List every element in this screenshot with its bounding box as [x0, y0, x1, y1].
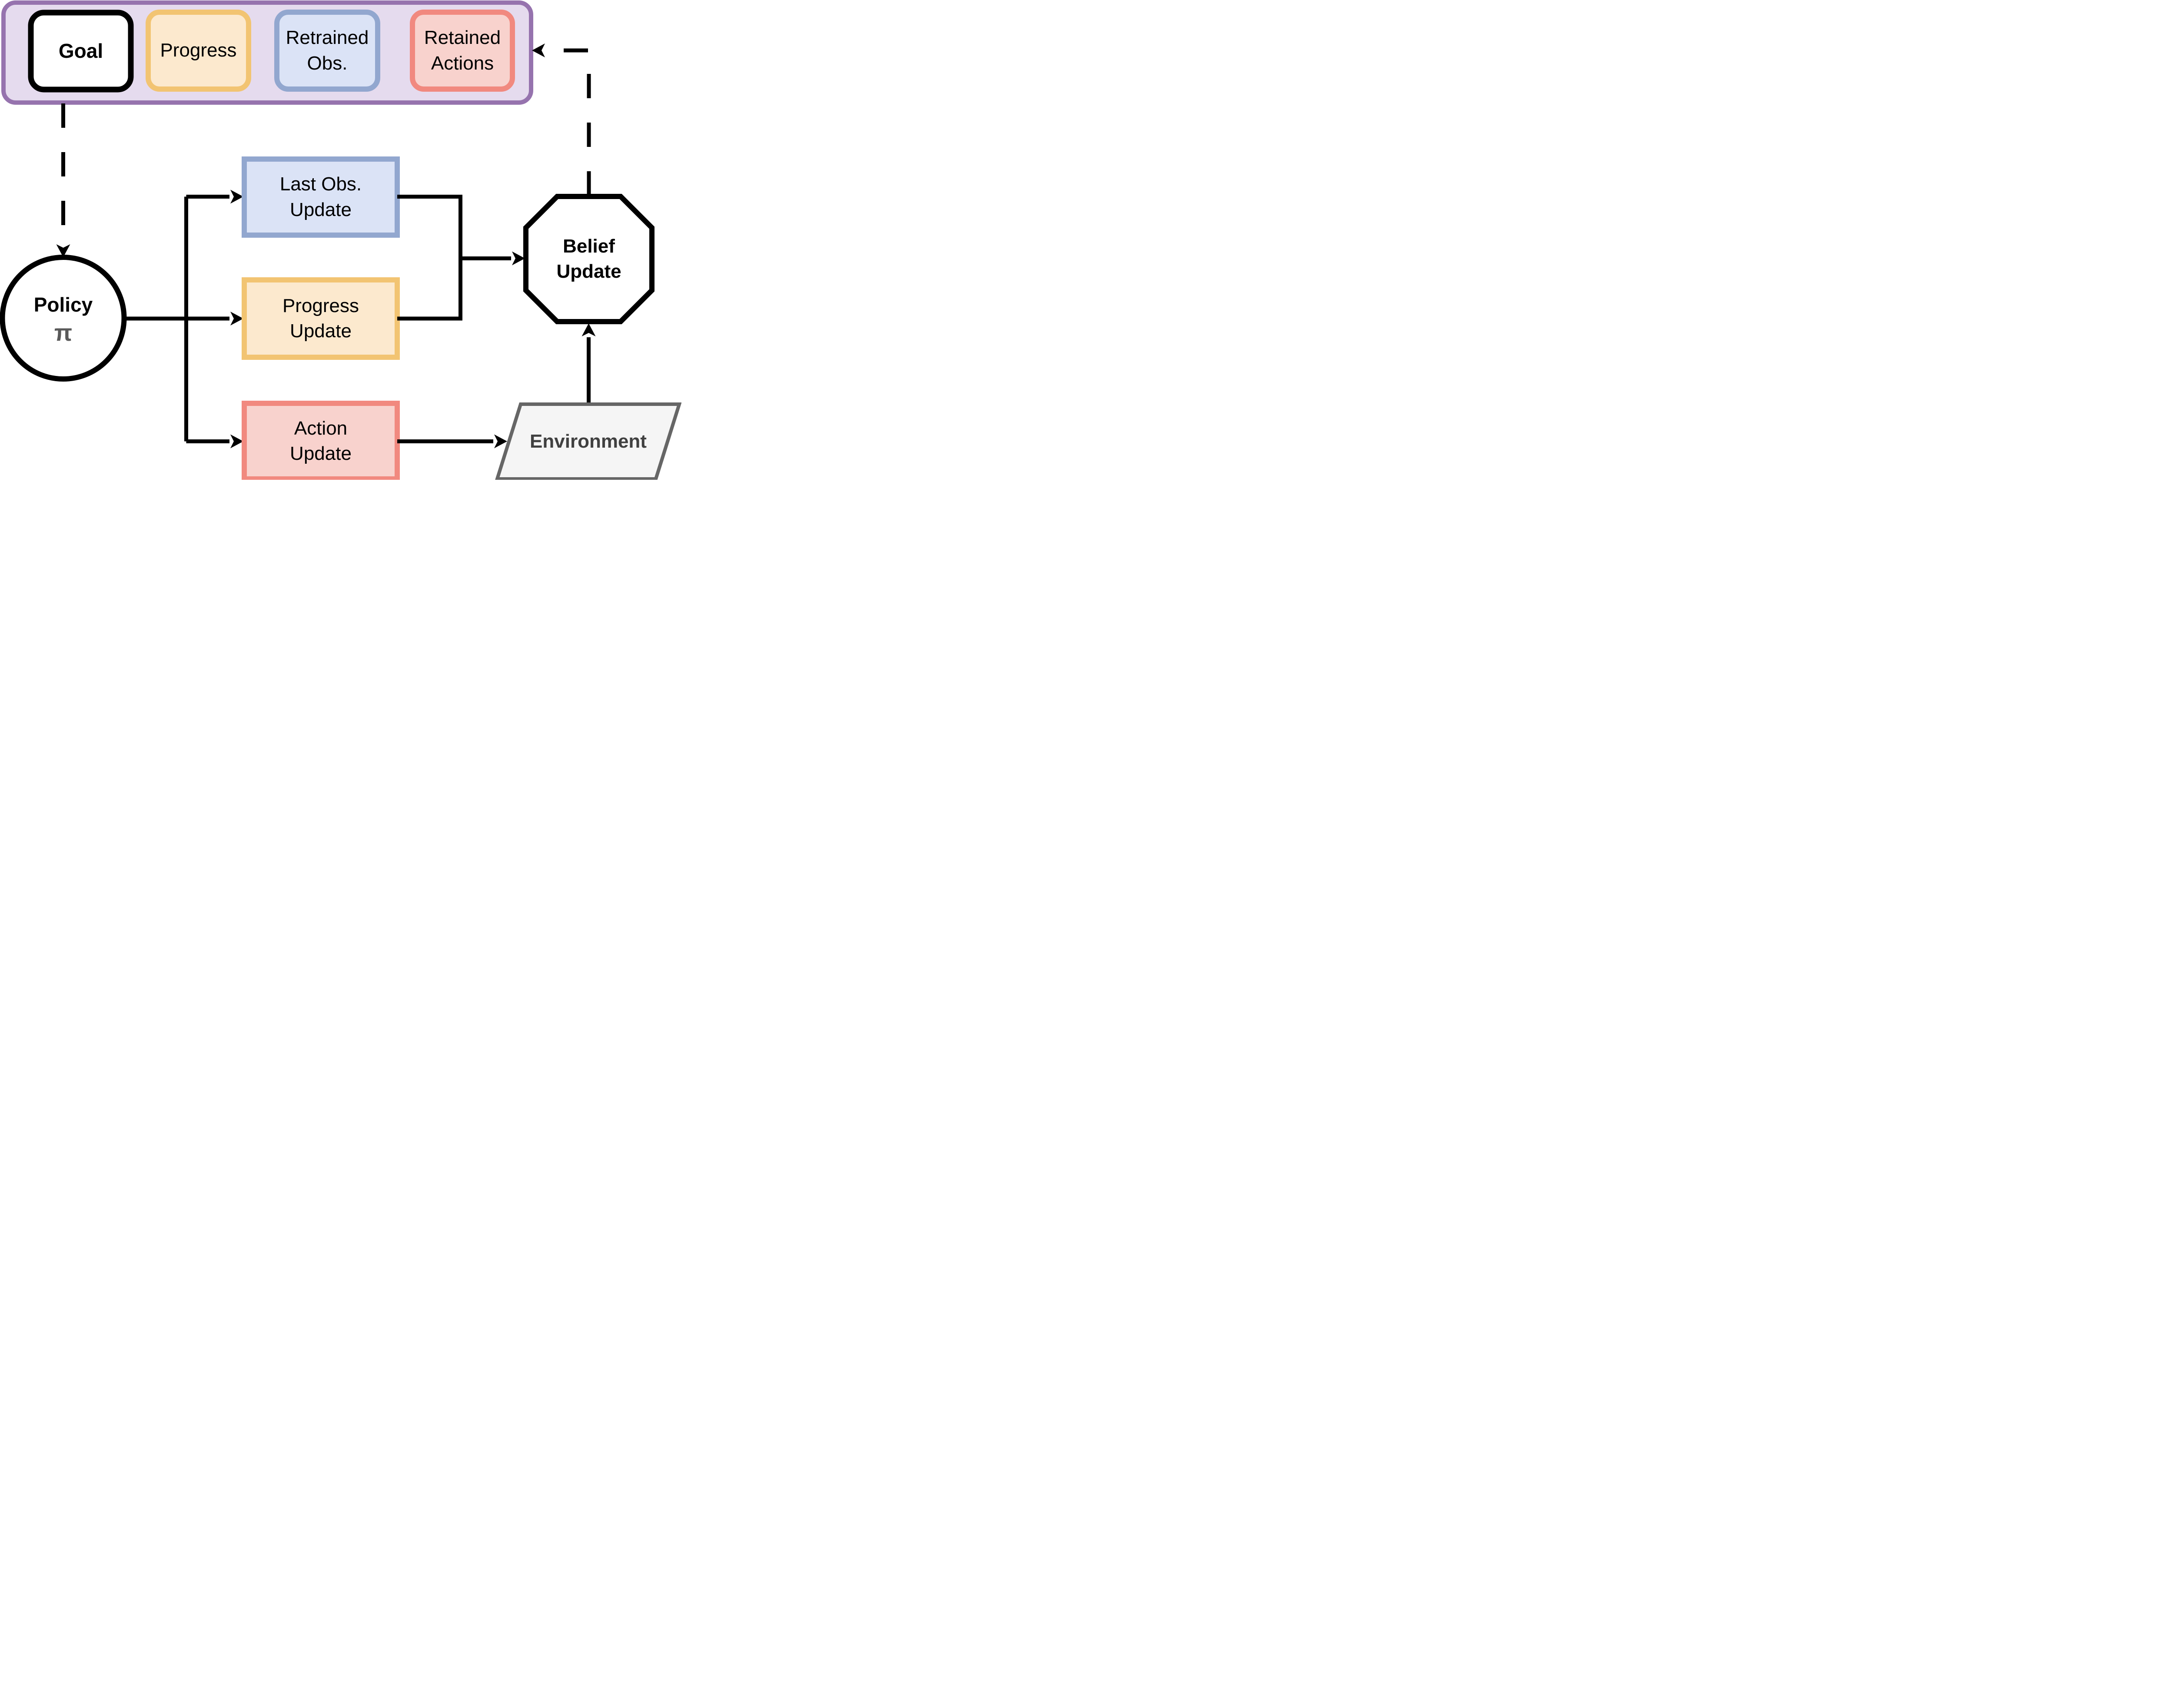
policy-node	[0, 255, 127, 382]
belief-to-memory-arrowhead	[532, 43, 545, 57]
goal-node	[28, 10, 134, 93]
progress-update-node	[242, 277, 400, 360]
last-obs-update-node	[242, 156, 400, 238]
action-update-node	[242, 401, 400, 480]
diagram-canvas: Goal Progress Retrained Obs. Retained Ac…	[0, 0, 681, 480]
progress-update-arrowhead	[230, 312, 243, 326]
last-obs-arrowhead	[230, 189, 243, 204]
progress-update-to-junction-line	[397, 258, 462, 321]
environment-to-belief-arrowhead	[581, 323, 596, 336]
memory-bar-container	[1, 0, 533, 105]
belief-update-node	[523, 194, 655, 324]
belief-to-memory-dashed-line	[545, 48, 591, 196]
goal-to-policy-arrowhead	[56, 244, 70, 257]
retrained-obs-node	[274, 10, 380, 92]
last-obs-to-junction-line	[397, 195, 462, 259]
environment-arrowhead	[494, 434, 507, 449]
diagram-shapes	[0, 0, 681, 480]
progress-node	[146, 10, 251, 92]
environment-node	[495, 402, 681, 480]
belief-update-arrowhead	[512, 251, 525, 266]
action-update-arrowhead	[230, 434, 243, 449]
retained-actions-node	[410, 10, 515, 92]
